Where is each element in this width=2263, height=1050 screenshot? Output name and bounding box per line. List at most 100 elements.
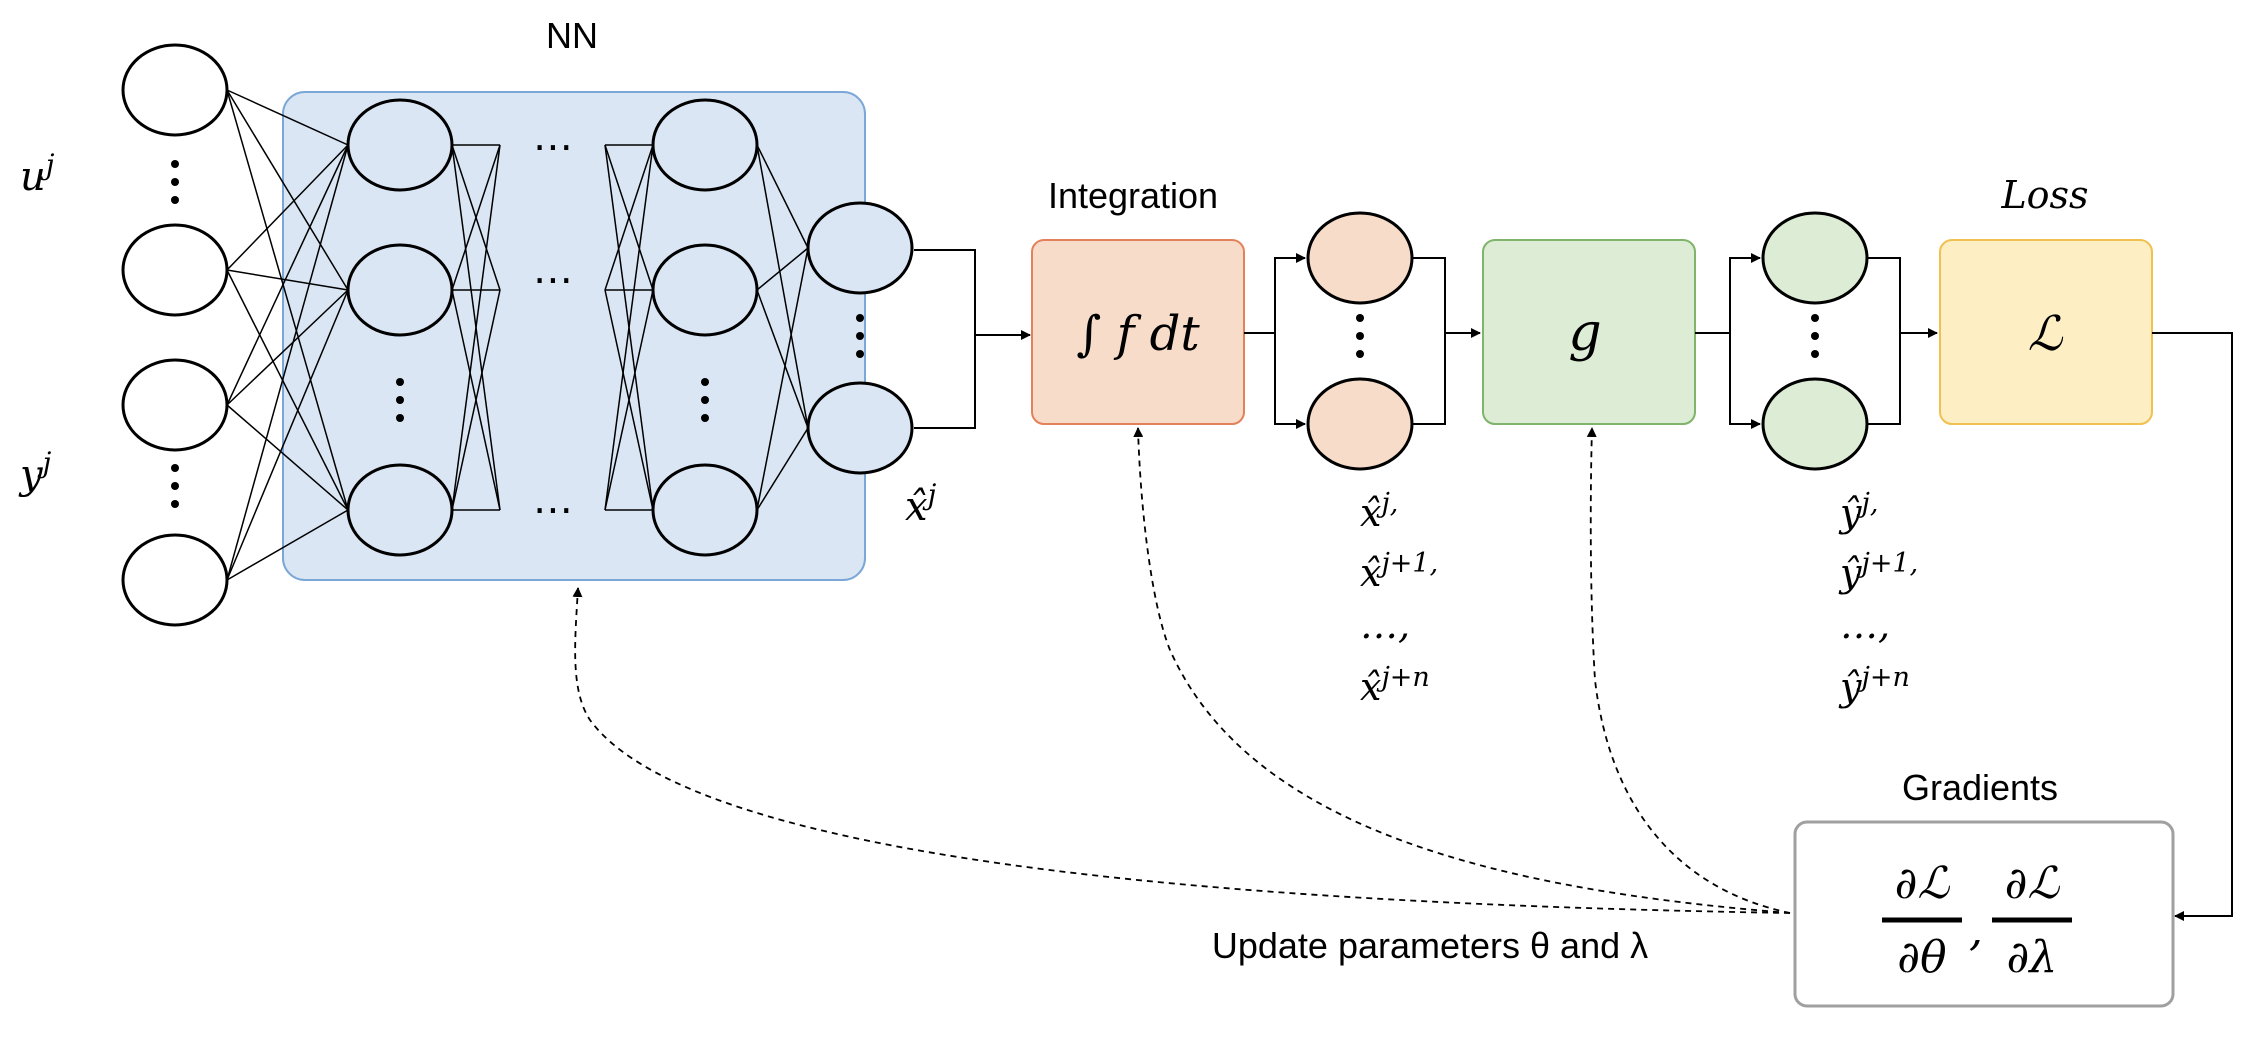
y-merge-line xyxy=(1868,257,1937,425)
yhat-vdots xyxy=(1811,332,1819,340)
hidden2-cross xyxy=(604,289,654,511)
output-merge-line xyxy=(914,249,1030,429)
y-sequence-labels: ŷj, ŷj+1, …, ŷj+n xyxy=(1838,488,1918,709)
g-split-line-lower xyxy=(1729,333,1761,429)
nn-connections xyxy=(226,89,809,581)
input-hidden-connection xyxy=(226,289,349,581)
input-hidden-connection xyxy=(226,144,349,406)
output-label-xhat: x̂j xyxy=(905,478,937,530)
gradients-title: Gradients xyxy=(1902,767,2058,808)
integration-title: Integration xyxy=(1048,175,1218,216)
feedback-to-integration xyxy=(1133,427,1791,914)
gradient-fractions: ∂ℒ ∂θ , ∂ℒ ∂λ xyxy=(1882,858,2072,983)
hidden-ellipsis-mid: ⋯ xyxy=(533,257,573,303)
input-vdots-upper xyxy=(171,160,179,168)
hidden1-vdots xyxy=(396,378,404,386)
xhat-vdots xyxy=(1356,350,1364,358)
grad-num-lambda: ∂ℒ xyxy=(2005,858,2061,909)
input-hidden-connection xyxy=(226,144,349,581)
input-vdots-lower xyxy=(171,500,179,508)
input-hidden-connection xyxy=(226,269,349,291)
vertical-ellipses xyxy=(171,160,1819,508)
input-hidden-connection xyxy=(226,509,349,581)
yhat-vdots xyxy=(1811,314,1819,322)
hidden1-cross xyxy=(451,289,501,511)
input-hidden-connection xyxy=(226,89,349,511)
output-neuron xyxy=(806,201,914,295)
output-vdots xyxy=(856,314,864,322)
x-sequence-labels: x̂j, x̂j+1, …, x̂j+n xyxy=(1360,488,1438,709)
hidden2-cross xyxy=(604,144,654,511)
xhat-vdots xyxy=(1356,314,1364,322)
yhat-seq-node xyxy=(1761,377,1869,471)
loss-title: Loss xyxy=(2000,173,2088,217)
x-seq-item: x̂j+n xyxy=(1360,662,1430,709)
input-label-u: uj xyxy=(20,148,55,200)
g-split-line xyxy=(1695,253,1761,334)
grad-separator: , xyxy=(1969,905,1983,956)
input-neuron xyxy=(121,223,229,317)
hidden-neuron xyxy=(651,98,759,192)
y-seq-item: …, xyxy=(1840,603,1890,647)
feedback-to-nn xyxy=(572,587,1791,914)
feedback-arrows xyxy=(572,427,1791,914)
hidden-output-connection xyxy=(756,289,809,429)
loss-to-gradients-line xyxy=(2152,332,2233,921)
xhat-seq-node xyxy=(1306,377,1414,471)
feedback-to-g xyxy=(1586,427,1791,914)
input-vdots-lower xyxy=(171,482,179,490)
loss-symbol: ℒ xyxy=(2028,306,2064,362)
input-label-y: yj xyxy=(18,446,52,498)
update-parameters-label: Update parameters θ and λ xyxy=(1212,925,1648,966)
grad-den-theta: ∂θ xyxy=(1897,932,1946,983)
grad-num-theta: ∂ℒ xyxy=(1895,858,1951,909)
hidden2-vdots xyxy=(701,396,709,404)
x-seq-item: x̂j+1, xyxy=(1360,548,1438,595)
integration-formula: ∫ f dt xyxy=(1076,306,1200,362)
hidden-output-connection xyxy=(756,247,809,511)
integration-split-line-lower xyxy=(1274,333,1306,429)
input-neuron xyxy=(121,43,229,137)
input-vdots-upper xyxy=(171,178,179,186)
hidden-neuron xyxy=(651,243,759,337)
hidden-ellipsis-bot: ⋯ xyxy=(533,487,573,533)
hidden-neuron xyxy=(346,98,454,192)
input-hidden-connection xyxy=(226,404,349,511)
x-merge-line xyxy=(1413,257,1480,425)
x-seq-item: x̂j, xyxy=(1360,488,1398,535)
input-hidden-connection xyxy=(226,144,349,271)
input-vdots-lower xyxy=(171,464,179,472)
hidden-ellipsis-top: ⋯ xyxy=(533,124,573,170)
hidden1-cross xyxy=(451,144,501,291)
input-hidden-connection xyxy=(226,269,349,511)
hidden-neuron xyxy=(346,463,454,557)
input-vdots-upper xyxy=(171,196,179,204)
hidden1-cross xyxy=(451,144,501,511)
hidden-output-connection xyxy=(756,427,809,511)
nn-title: NN xyxy=(546,15,598,56)
input-neuron xyxy=(121,533,229,627)
hidden1-vdots xyxy=(396,396,404,404)
hidden1-vdots xyxy=(396,414,404,422)
input-hidden-connection xyxy=(226,289,349,406)
grad-den-lambda: ∂λ xyxy=(2007,932,2058,983)
hidden-output-connection xyxy=(756,247,809,291)
output-neuron xyxy=(806,381,914,475)
input-hidden-connection xyxy=(226,89,349,291)
yhat-vdots xyxy=(1811,350,1819,358)
nn-neurons xyxy=(121,43,1869,627)
nn-region xyxy=(282,91,866,581)
output-vdots xyxy=(856,350,864,358)
hidden2-vdots xyxy=(701,414,709,422)
input-neuron xyxy=(121,358,229,452)
hidden2-vdots xyxy=(701,378,709,386)
integration-split-line xyxy=(1244,253,1306,334)
g-symbol: g xyxy=(1568,303,1601,363)
input-hidden-connection xyxy=(226,89,349,146)
gradients-box xyxy=(1793,820,2175,1008)
xhat-seq-node xyxy=(1306,211,1414,305)
hidden-neuron xyxy=(346,243,454,337)
yhat-seq-node xyxy=(1761,211,1869,305)
hidden-neuron xyxy=(651,463,759,557)
